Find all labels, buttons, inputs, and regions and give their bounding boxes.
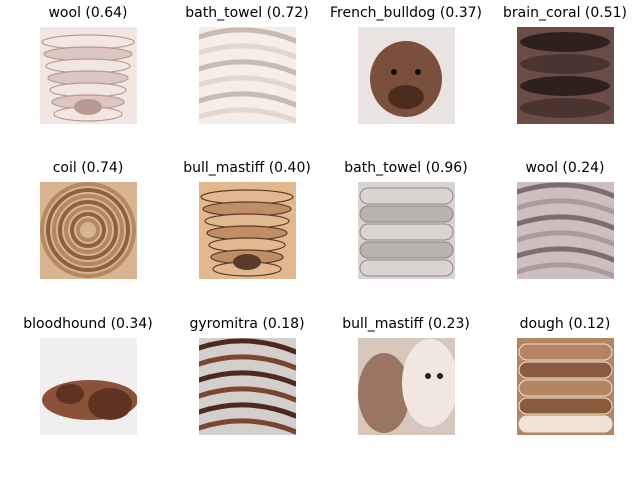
rolled-towel-icon — [517, 27, 614, 124]
image-caption: bath_towel (0.72) — [185, 5, 309, 21]
grid-cell: coil (0.74) — [8, 155, 168, 295]
thumbnail-image — [358, 338, 455, 435]
image-caption: wool (0.64) — [48, 5, 128, 21]
thumbnail-image — [517, 27, 614, 124]
image-caption: bath_towel (0.96) — [344, 160, 468, 176]
grid-cell: wool (0.64) — [8, 0, 168, 140]
puppy-face-icon — [199, 182, 296, 279]
grid-cell: brain_coral (0.51) — [485, 0, 640, 140]
grid-cell: gyromitra (0.18) — [167, 311, 327, 451]
thumbnail-image — [199, 338, 296, 435]
grid-cell: bloodhound (0.34) — [8, 311, 168, 451]
thumbnail-image — [517, 338, 614, 435]
spiral-icon — [40, 182, 137, 279]
lying-puppy-icon — [40, 338, 137, 435]
image-caption: wool (0.24) — [525, 160, 605, 176]
image-caption: brain_coral (0.51) — [502, 5, 628, 21]
grid-cell: bull_mastiff (0.23) — [326, 311, 486, 451]
thumbnail-image — [517, 182, 614, 279]
image-caption: bull_mastiff (0.23) — [342, 316, 470, 332]
puppy-icon — [358, 27, 455, 124]
image-caption: coil (0.74) — [52, 160, 124, 176]
image-caption: French_bulldog (0.37) — [330, 5, 482, 21]
grid-cell: bath_towel (0.96) — [326, 155, 486, 295]
thumbnail-image — [199, 27, 296, 124]
fabric-icon — [199, 338, 296, 435]
image-caption: gyromitra (0.18) — [189, 316, 305, 332]
grid-cell: French_bulldog (0.37) — [326, 0, 486, 140]
towel-stack-icon — [517, 338, 614, 435]
image-caption: dough (0.12) — [519, 316, 611, 332]
two-puppies-icon — [358, 338, 455, 435]
grid-cell: wool (0.24) — [485, 155, 640, 295]
grid-cell: bath_towel (0.72) — [167, 0, 327, 140]
thumbnail-image — [358, 27, 455, 124]
grid-cell: bull_mastiff (0.40) — [167, 155, 327, 295]
thumbnail-image — [40, 338, 137, 435]
image-caption: bloodhound (0.34) — [23, 316, 153, 332]
thumbnail-image — [199, 182, 296, 279]
thumbnail-image — [40, 27, 137, 124]
towel-stack-icon — [358, 182, 455, 279]
grid-cell: dough (0.12) — [485, 311, 640, 451]
towel-icon — [199, 27, 296, 124]
puppy-face-icon — [40, 27, 137, 124]
image-caption: bull_mastiff (0.40) — [183, 160, 311, 176]
blanket-icon — [517, 182, 614, 279]
thumbnail-image — [40, 182, 137, 279]
thumbnail-image — [358, 182, 455, 279]
